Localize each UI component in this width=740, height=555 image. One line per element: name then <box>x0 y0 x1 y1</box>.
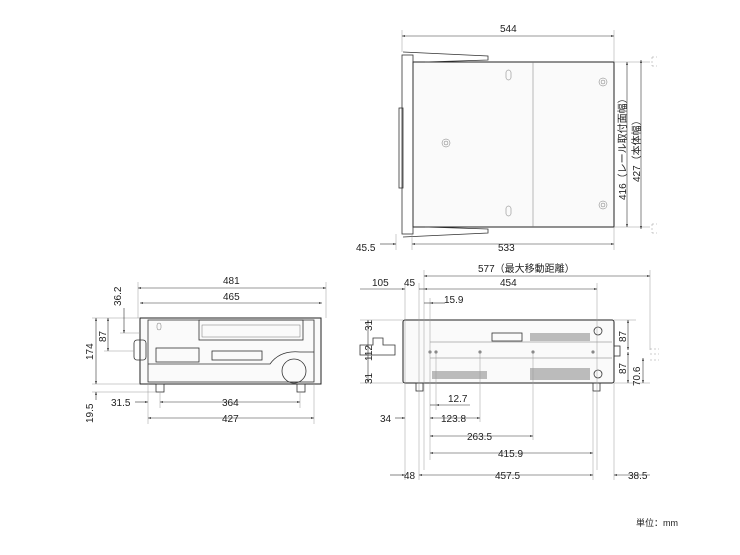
dim-105: 105 <box>372 278 389 289</box>
dim-12-7: 12.7 <box>448 394 468 405</box>
dim-465: 465 <box>223 292 240 303</box>
dim-45: 45 <box>404 278 416 289</box>
dim-31-5: 31.5 <box>111 398 131 409</box>
dim-87-upper: 87 <box>618 330 629 342</box>
dim-533: 533 <box>498 243 515 254</box>
dim-87-lower: 87 <box>618 362 629 374</box>
dim-263-5: 263.5 <box>467 432 492 443</box>
dim-416-rail-width: 416（レール取付面幅） <box>616 93 629 200</box>
dim-544: 544 <box>500 24 517 35</box>
dim-48: 48 <box>404 471 416 482</box>
dim-123-8: 123.8 <box>441 414 466 425</box>
top-view: 544 533 45.5 416（レール取付面幅） 427（本体幅） <box>356 24 657 254</box>
dim-364: 364 <box>222 398 239 409</box>
dim-577-max-travel: 577（最大移動距離） <box>478 262 575 275</box>
dim-481: 481 <box>223 276 240 287</box>
dim-38-5: 38.5 <box>628 471 648 482</box>
vent-grille <box>432 333 590 380</box>
front-view: 481 465 364 427 31.5 174 87 36.2 19.5 <box>85 276 327 425</box>
dim-36-2: 36.2 <box>113 286 124 306</box>
dim-415-9: 415.9 <box>498 449 523 460</box>
dim-427: 427 <box>222 414 239 425</box>
dim-15-9: 15.9 <box>444 295 464 306</box>
dim-45-5: 45.5 <box>356 243 376 254</box>
dim-174: 174 <box>85 343 96 360</box>
dim-87: 87 <box>98 330 109 342</box>
dim-70-6: 70.6 <box>632 366 643 386</box>
side-view: 577（最大移動距離） 454 105 45 15.9 31 112 31 12… <box>359 262 659 482</box>
dim-457-5: 457.5 <box>495 471 520 482</box>
dim-31-top: 31 <box>364 319 375 331</box>
dim-112: 112 <box>364 345 375 361</box>
dim-34: 34 <box>380 414 392 425</box>
dim-19-5: 19.5 <box>85 403 96 423</box>
unit-label: 単位：mm <box>636 518 678 528</box>
dim-427-body-width: 427（本体幅） <box>630 115 643 182</box>
dim-31-bottom: 31 <box>364 372 375 384</box>
dim-454: 454 <box>500 278 517 289</box>
